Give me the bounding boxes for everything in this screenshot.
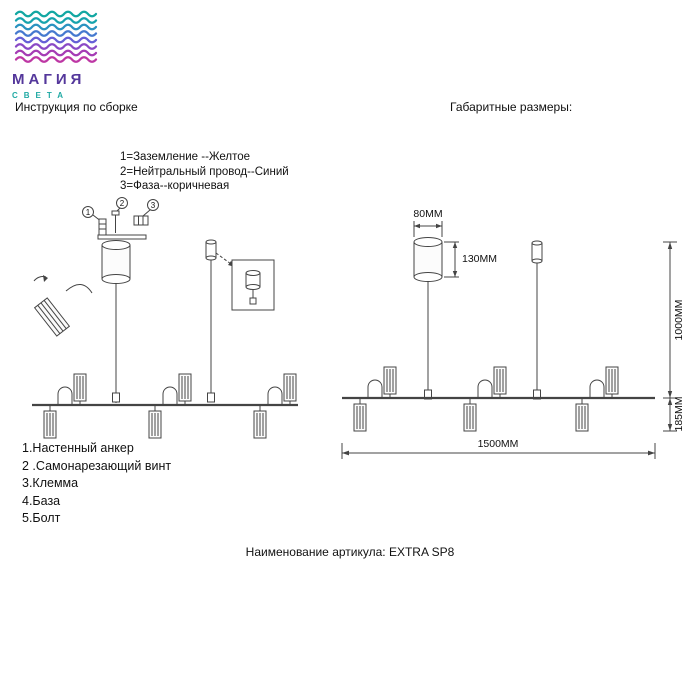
parts-list-item: 5.Болт	[22, 511, 61, 525]
detail-inset-box	[215, 252, 275, 311]
dimensions-diagram: 80MM 130MM 1000MM 185MM 1500MM	[341, 208, 685, 459]
article-name: Наименование артикула: EXTRA SP8	[245, 545, 455, 559]
pendant-suspension-2	[531, 240, 543, 400]
logo-subtitle: СВЕТА	[12, 91, 70, 100]
assembly-section-title: Инструкция по сборке	[15, 100, 138, 114]
dimensions-section-title: Габаритные размеры:	[450, 100, 573, 114]
wire-legend: 1=Заземление --Желтое 2=Нейтральный пров…	[120, 150, 289, 194]
parts-list-item: 4.База	[22, 493, 61, 508]
dimension-130mm	[444, 241, 459, 278]
callout-label-3: 3	[151, 201, 156, 210]
parts-list-item: 3.Клемма	[22, 476, 79, 490]
mounting-hardware	[82, 197, 159, 240]
callout-label-2: 2	[120, 199, 125, 208]
dim-label-canopy-diameter: 80MM	[413, 208, 442, 220]
logo-waves-icon	[14, 10, 98, 63]
parts-list: 1.Настенный анкер 2 .Самонарезающий винт…	[22, 440, 171, 528]
assembly-diagram: 1 2 3	[32, 197, 298, 439]
dimension-1000mm	[663, 241, 677, 399]
dimension-1500mm	[341, 443, 656, 459]
parts-list-item: 2 .Самонарезающий винт	[22, 458, 172, 473]
parts-list-item: 1.Настенный анкер	[22, 441, 134, 455]
wire-legend-line-neutral: 2=Нейтральный провод--Синий	[120, 165, 289, 178]
dim-label-suspension-height: 1000MM	[673, 300, 685, 341]
brand-logo: МАГИЯ СВЕТА	[12, 8, 122, 100]
dim-label-fixture-height: 185MM	[673, 396, 685, 431]
ceiling-canopy	[413, 237, 443, 400]
logo-title: МАГИЯ	[12, 71, 86, 88]
dim-label-canopy-height: 130MM	[462, 253, 497, 265]
wire-legend-line-ground: 1=Заземление --Желтое	[120, 151, 251, 163]
wire-legend-line-phase: 3=Фаза--коричневая	[120, 180, 230, 192]
pendant-suspension-2	[112, 239, 217, 403]
dimension-80mm	[413, 221, 443, 237]
callout-label-1: 1	[86, 208, 91, 217]
dim-label-fixture-width: 1500MM	[478, 438, 519, 450]
shade-detail-tilted	[33, 275, 93, 337]
ceiling-canopy	[101, 240, 131, 284]
dimension-185mm	[663, 398, 677, 432]
